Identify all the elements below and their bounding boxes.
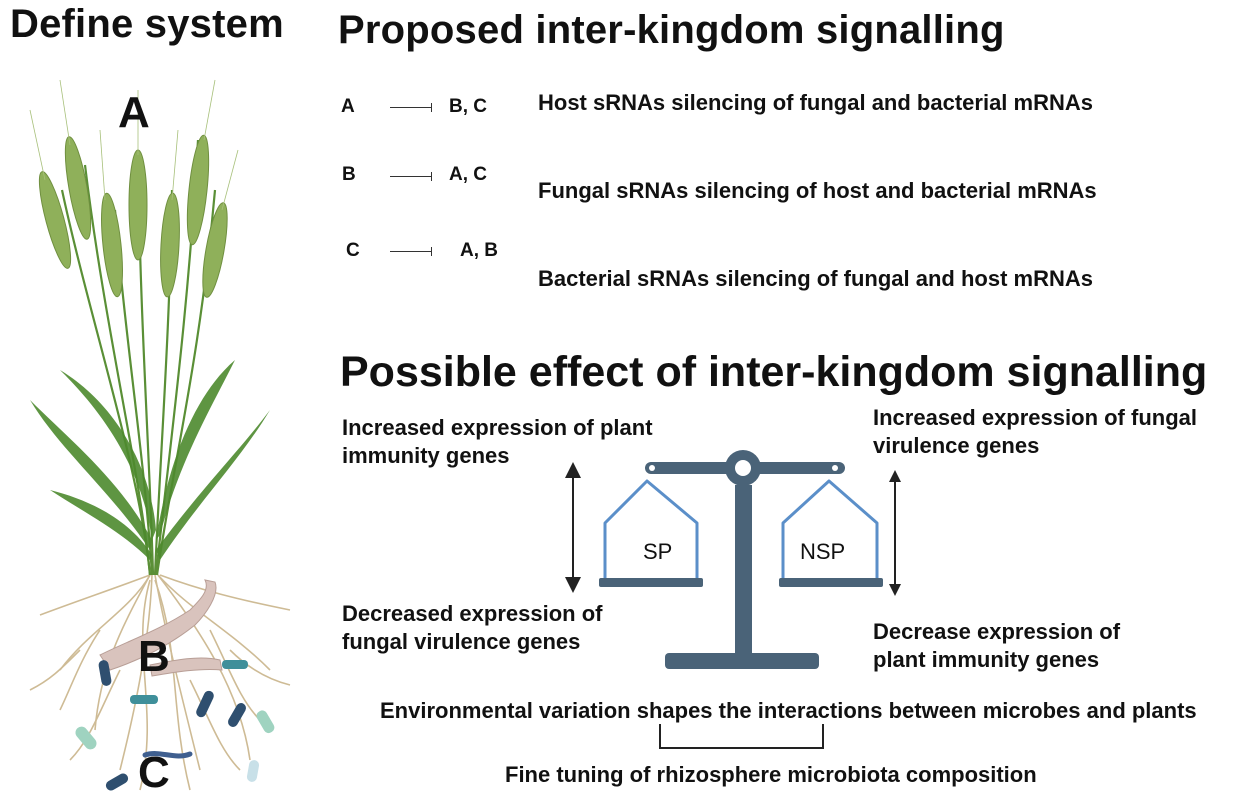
effect-bottom-left: Decreased expression of fungal virulence… (342, 600, 662, 656)
awns (29, 79, 239, 211)
inhibition-arrow-c (390, 247, 432, 256)
effect-bottom-right-line-1: Decrease expression of (873, 619, 1121, 644)
effect-top-right: Increased expression of fungal virulence… (873, 404, 1243, 460)
row-c-targets: A, B (460, 240, 498, 261)
row-c-source: C (346, 240, 360, 261)
wheat-plant-illustration (29, 79, 291, 791)
label-fungus-b: B (138, 632, 170, 681)
signalling-title: Proposed inter-kingdom signalling (338, 8, 1005, 52)
right-pan-outline (781, 479, 879, 584)
right-double-arrow (889, 470, 901, 596)
row-b-targets: A, C (449, 164, 487, 185)
inhibition-arrow-a (390, 103, 432, 112)
left-pan-label: SP (643, 539, 673, 564)
effect-bottom-left-line-1: Decreased expression of (342, 601, 603, 626)
right-pan-label: NSP (800, 539, 846, 564)
row-b-source: B (342, 164, 356, 185)
effect-title: Possible effect of inter-kingdom signall… (340, 348, 1208, 396)
effect-bottom-right: Decrease expression of plant immunity ge… (873, 618, 1193, 674)
fine-tuning-text: Fine tuning of rhizosphere microbiota co… (505, 762, 1037, 787)
inhibition-arrow-b (390, 172, 432, 181)
effect-top-left-line-1: Increased expression of plant (342, 415, 653, 440)
left-pan-outline (603, 479, 699, 584)
effect-bottom-left-line-2: fungal virulence genes (342, 629, 581, 654)
row-c-description: Bacterial sRNAs silencing of fungal and … (538, 266, 1093, 291)
effect-top-right-line-2: virulence genes (873, 433, 1040, 458)
row-a-description: Host sRNAs silencing of fungal and bacte… (538, 90, 1093, 115)
row-a-source: A (341, 96, 355, 117)
row-a-targets: B, C (449, 96, 487, 117)
effect-bottom-right-line-2: plant immunity genes (873, 647, 1100, 672)
label-host-a: A (118, 88, 150, 137)
bacteria (75, 660, 275, 791)
row-b-description: Fungal sRNAs silencing of host and bacte… (538, 178, 1097, 203)
leaves (30, 360, 270, 560)
effect-top-right-line-1: Increased expression of fungal (873, 405, 1197, 430)
left-double-arrow (565, 462, 581, 593)
bracket-connector (659, 724, 824, 749)
wheat-ears (38, 134, 228, 298)
label-bacteria-c: C (138, 748, 170, 797)
left-panel-title: Define system (10, 2, 284, 46)
fungal-hyphae (99, 579, 223, 677)
balance-scale-icon (599, 450, 883, 669)
effect-top-left-line-2: immunity genes (342, 443, 510, 468)
effect-top-left: Increased expression of plant immunity g… (342, 414, 682, 470)
environment-text: Environmental variation shapes the inter… (380, 698, 1197, 723)
